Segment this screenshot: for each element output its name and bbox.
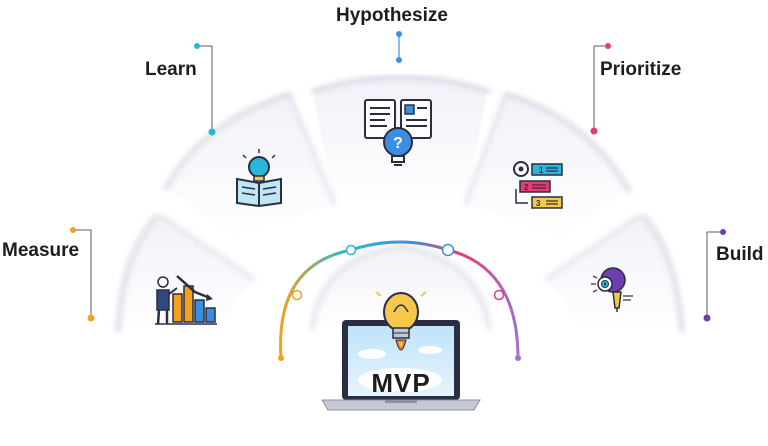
stage-label-hypothesize: Hypothesize bbox=[336, 5, 448, 26]
measure-analyst-chart-icon bbox=[155, 275, 217, 325]
svg-text:?: ? bbox=[393, 135, 403, 152]
leader-lines bbox=[70, 31, 726, 322]
learn-book-lightbulb-icon bbox=[236, 149, 282, 208]
arc-node bbox=[291, 289, 303, 301]
segment-measure bbox=[120, 215, 255, 330]
build-pen-tool-icon bbox=[591, 267, 633, 312]
svg-text:3: 3 bbox=[536, 199, 541, 208]
cycle-arc bbox=[278, 240, 521, 361]
segment-center bbox=[312, 245, 490, 330]
mvp-label: MVP bbox=[371, 368, 430, 398]
svg-text:1: 1 bbox=[539, 166, 544, 175]
stage-label-measure: Measure bbox=[2, 240, 80, 261]
arc-node bbox=[278, 355, 284, 361]
arc-node bbox=[515, 355, 521, 361]
stage-label-learn: Learn bbox=[145, 59, 197, 80]
prioritize-ranked-list-icon: 1 2 3 bbox=[513, 161, 563, 209]
stage-label-build: Build bbox=[716, 244, 764, 265]
arc-node bbox=[493, 289, 505, 301]
laptop-lightbulb-rocket-icon: MVP bbox=[321, 291, 481, 411]
svg-text:2: 2 bbox=[524, 183, 529, 192]
arc-node bbox=[441, 243, 455, 257]
arc-node bbox=[345, 244, 357, 256]
stage-label-prioritize: Prioritize bbox=[600, 59, 682, 80]
hypothesis-book-question-icon: ? bbox=[364, 99, 432, 166]
